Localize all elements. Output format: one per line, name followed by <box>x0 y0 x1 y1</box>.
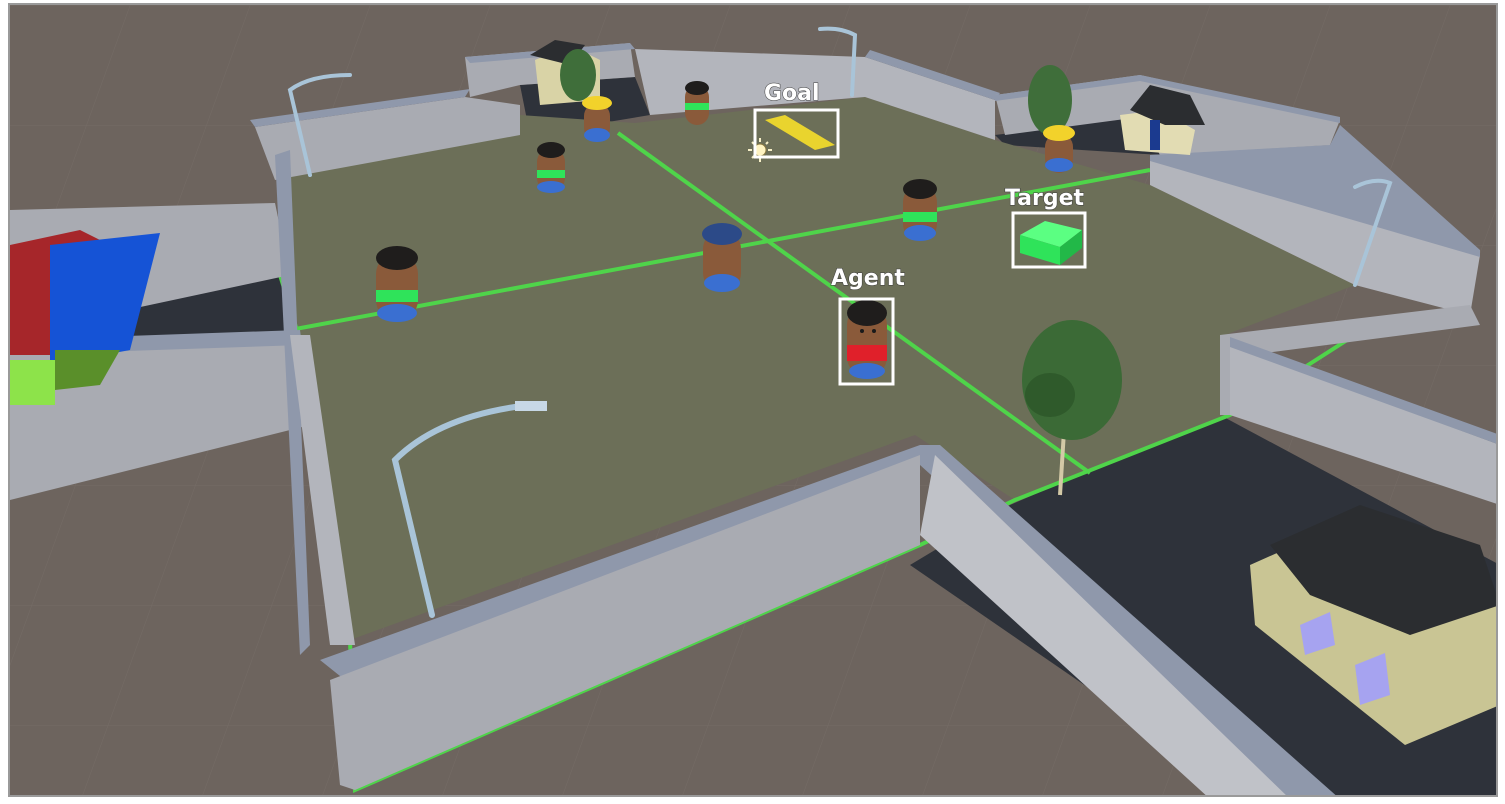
pawn-police <box>702 223 742 292</box>
lamp-3 <box>1353 178 1393 287</box>
goal-marker <box>765 115 835 150</box>
scene-canvas: Goal Target Agent <box>10 5 1496 795</box>
goal-label: Goal <box>764 81 820 106</box>
trees <box>560 49 1122 496</box>
house-bottom-right <box>1250 505 1496 745</box>
lamp-4 <box>391 402 533 618</box>
agent-label: Agent <box>831 266 905 291</box>
target-bounding-box <box>1011 211 1087 269</box>
tree-1 <box>560 49 596 101</box>
pawn-1 <box>537 142 565 193</box>
house-top-right <box>1120 85 1205 155</box>
road-top-right <box>995 117 1160 155</box>
npc-pawns <box>376 81 1075 322</box>
target-label: Target <box>1005 186 1085 211</box>
tree-3 <box>1022 320 1122 496</box>
lamp-4-head <box>515 401 547 411</box>
lamp-2 <box>818 26 858 97</box>
pawn-4 <box>903 179 937 241</box>
lamp-1 <box>287 73 352 177</box>
agent-bounding-box <box>838 297 895 386</box>
building-left <box>10 230 160 405</box>
street-lamps <box>287 26 1393 618</box>
pawn-2 <box>685 81 709 125</box>
pawn-3 <box>376 246 418 322</box>
pawn-worker-2 <box>1043 125 1075 173</box>
target-cube <box>1020 221 1082 265</box>
agent-character <box>847 300 887 379</box>
lane-line-diagonal <box>616 131 1092 475</box>
goal-bounding-box <box>753 108 840 159</box>
game-viewport[interactable]: Goal Target Agent <box>8 3 1498 797</box>
pawn-worker-1 <box>582 96 612 142</box>
